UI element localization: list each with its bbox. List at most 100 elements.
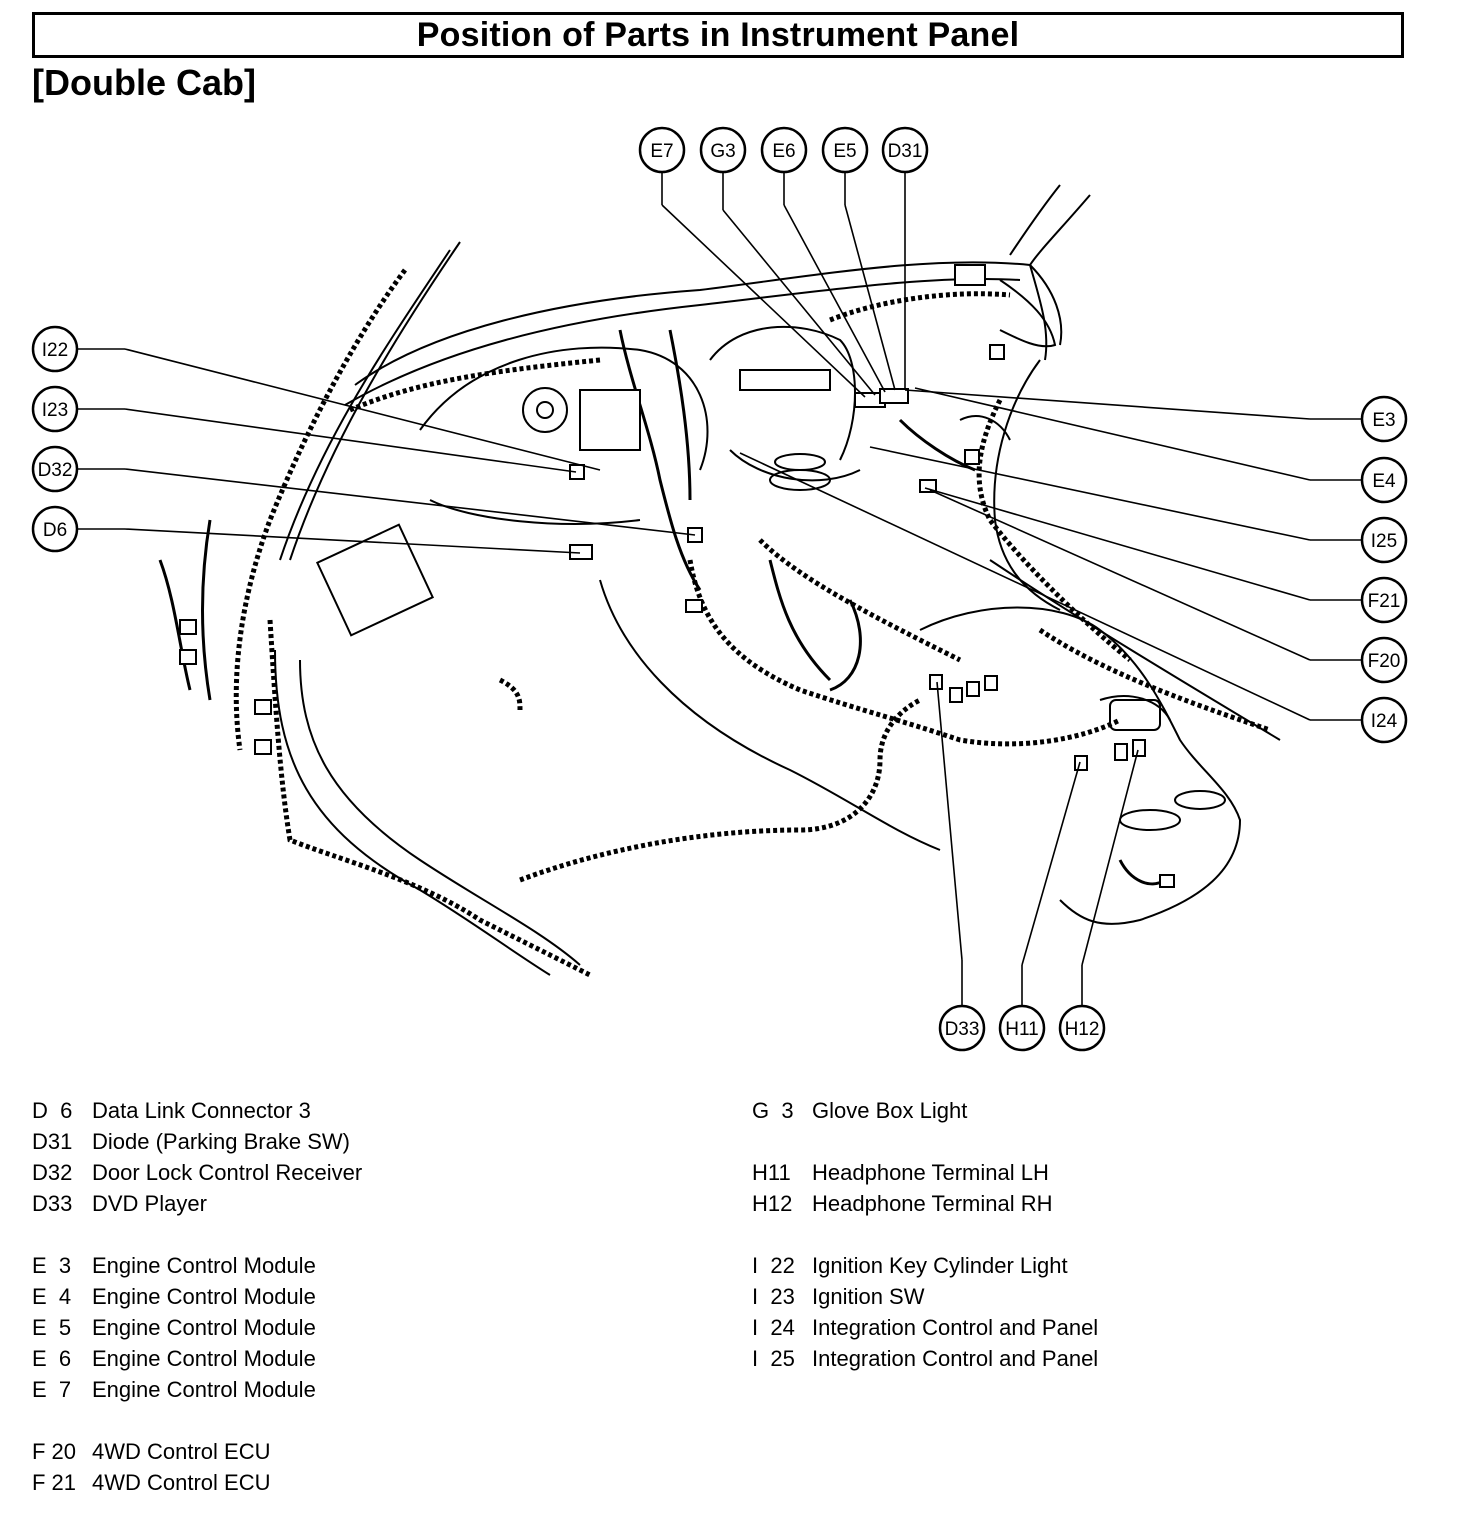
legend-code: E 7 (32, 1377, 72, 1402)
legend-spacer (752, 1219, 1098, 1250)
legend-item: E 7 Engine Control Module (32, 1374, 362, 1405)
dashboard-illustration (274, 184, 1281, 976)
wire-harness (233, 268, 1271, 978)
callout-D6: D6 (31, 505, 79, 553)
callout-I24: I24 (1360, 696, 1408, 744)
legend-code: I 23 (752, 1284, 795, 1309)
legend-left: D 6 Data Link Connector 3 D31 Diode (Parki… (32, 1095, 362, 1498)
legend-code: I 24 (752, 1315, 795, 1340)
callout-G3: G3 (699, 126, 747, 174)
callout-I22-label: I22 (42, 340, 68, 361)
legend-code: D32 (32, 1160, 73, 1185)
legend-name: Engine Control Module (92, 1346, 316, 1371)
legend-name: Ignition Key Cylinder Light (812, 1253, 1068, 1278)
callout-E4-label: E4 (1372, 471, 1396, 492)
legend-code: E 6 (32, 1346, 72, 1371)
legend-name: Engine Control Module (92, 1253, 316, 1278)
callout-H11-label: H11 (1005, 1019, 1038, 1040)
legend-item: H11 Headphone Terminal LH (752, 1157, 1098, 1188)
legend-item: I 22 Ignition Key Cylinder Light (752, 1250, 1098, 1281)
legend-spacer (32, 1219, 362, 1250)
legend-name: 4WD Control ECU (92, 1470, 271, 1495)
legend-code: E 3 (32, 1253, 72, 1278)
page-subtitle: [Double Cab] (32, 62, 256, 103)
callout-E6: E6 (760, 126, 808, 174)
legend-item: G 3 Glove Box Light (752, 1095, 1098, 1126)
legend-name: DVD Player (92, 1191, 207, 1216)
legend-item: D 6 Data Link Connector 3 (32, 1095, 362, 1126)
legend-code: I 25 (752, 1346, 795, 1371)
callout-I23: I23 (31, 385, 79, 433)
legend-item: D33 DVD Player (32, 1188, 362, 1219)
callout-G3-label: G3 (710, 141, 735, 162)
legend-name: Engine Control Module (92, 1284, 316, 1309)
callout-F21-label: F21 (1368, 591, 1401, 612)
callout-E3: E3 (1360, 395, 1408, 443)
legend-code: D33 (32, 1191, 73, 1216)
legend-name: Headphone Terminal LH (812, 1160, 1049, 1185)
callout-D32-label: D32 (38, 460, 73, 481)
callout-F20: F20 (1360, 636, 1408, 684)
callout-E4: E4 (1360, 456, 1408, 504)
callout-H12: H12 (1058, 1004, 1106, 1052)
legend-item: E 3 Engine Control Module (32, 1250, 362, 1281)
legend-code: E 5 (32, 1315, 72, 1340)
legend-code: I 22 (752, 1253, 795, 1278)
legend-name: Data Link Connector 3 (92, 1098, 311, 1123)
legend-name: Diode (Parking Brake SW) (92, 1129, 350, 1154)
callout-I23-label: I23 (42, 400, 68, 421)
callout-D6-label: D6 (43, 520, 67, 541)
callout-E5-label: E5 (833, 141, 856, 162)
callout-F20-label: F20 (1368, 651, 1401, 672)
legend-name: Integration Control and Panel (812, 1346, 1099, 1371)
callout-E7-label: E7 (650, 141, 673, 162)
instrument-panel-diagram: E7 G3 E6 E5 D31 I22 I23 D32 D6 E3 E4 (31, 126, 1408, 1052)
legend-item: E 4 Engine Control Module (32, 1281, 362, 1312)
legend-name: Door Lock Control Receiver (92, 1160, 363, 1185)
legend-item: H12 Headphone Terminal RH (752, 1188, 1098, 1219)
legend-item: F 21 4WD Control ECU (32, 1467, 362, 1498)
legend-code: H12 (752, 1191, 793, 1216)
callout-E5: E5 (821, 126, 869, 174)
legend-code: E 4 (32, 1284, 72, 1309)
legend-spacer (752, 1126, 1098, 1157)
callout-D32: D32 (31, 445, 79, 493)
callout-I22: I22 (31, 325, 79, 373)
leader-lines (78, 173, 1361, 1005)
legend-name: Engine Control Module (92, 1315, 316, 1340)
callout-E6-label: E6 (772, 141, 795, 162)
legend-name: Engine Control Module (92, 1377, 316, 1402)
legend-item: I 25 Integration Control and Panel (752, 1343, 1098, 1374)
callout-F21: F21 (1360, 576, 1408, 624)
legend-item: D32 Door Lock Control Receiver (32, 1157, 362, 1188)
callout-E3-label: E3 (1372, 410, 1395, 431)
legend-code: D31 (32, 1129, 73, 1154)
legend-name: Headphone Terminal RH (812, 1191, 1053, 1216)
legend-code: H11 (752, 1160, 791, 1185)
legend-code: F 21 (32, 1470, 77, 1495)
page-title: Position of Parts in Instrument Panel (416, 15, 1020, 54)
legend-item: E 5 Engine Control Module (32, 1312, 362, 1343)
legend-item: F 20 4WD Control ECU (32, 1436, 362, 1467)
callout-I24-label: I24 (1371, 711, 1398, 732)
callout-H11: H11 (998, 1004, 1046, 1052)
legend-code: G 3 (752, 1098, 794, 1123)
callout-I25: I25 (1360, 516, 1408, 564)
title-box: Position of Parts in Instrument Panel (32, 12, 1404, 58)
callout-H12-label: H12 (1065, 1019, 1100, 1040)
callout-D33-label: D33 (945, 1019, 980, 1040)
callout-I25-label: I25 (1371, 531, 1397, 552)
legend-name: Glove Box Light (812, 1098, 968, 1123)
legend-code: F 20 (32, 1439, 77, 1464)
callout-E7: E7 (638, 126, 686, 174)
cables (158, 329, 1166, 886)
legend-item: I 23 Ignition SW (752, 1281, 1098, 1312)
legend-name: Ignition SW (812, 1284, 925, 1309)
callout-D31: D31 (881, 126, 929, 174)
legend-code: D 6 (32, 1098, 73, 1123)
legend-name: 4WD Control ECU (92, 1439, 271, 1464)
callout-D33: D33 (938, 1004, 986, 1052)
legend-spacer (32, 1405, 362, 1436)
